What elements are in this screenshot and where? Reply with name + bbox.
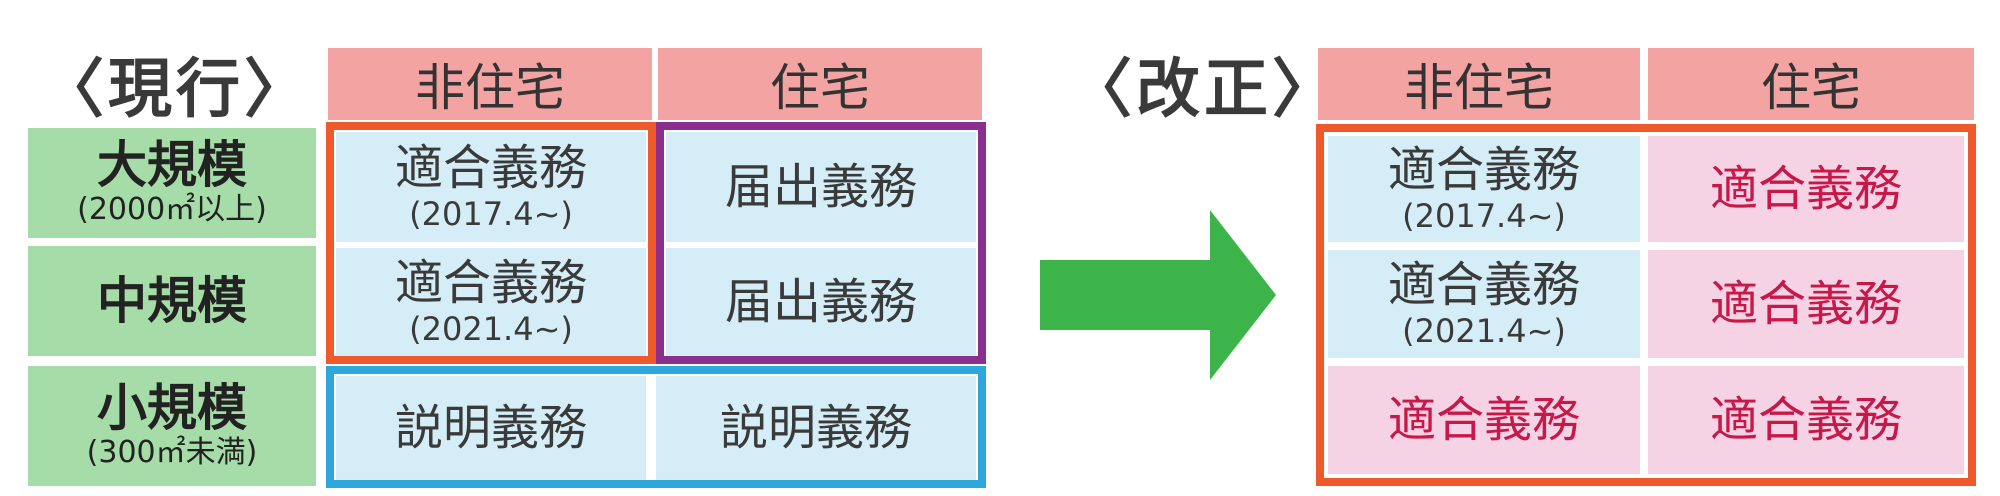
revised-cell-medium-nonresidential: 適合義務 (2021.4~) bbox=[1328, 250, 1640, 358]
revised-col-header-nonresidential: 非住宅 bbox=[1318, 48, 1640, 120]
cell-sub-text: (2017.4~) bbox=[409, 195, 573, 233]
current-cell-large-nonresidential: 適合義務 (2017.4~) bbox=[336, 132, 646, 242]
revised-cell-large-nonresidential: 適合義務 (2017.4~) bbox=[1328, 136, 1640, 242]
row-header-large-sub: (2000㎡以上) bbox=[77, 192, 267, 227]
row-header-large: 大規模 (2000㎡以上) bbox=[28, 128, 316, 238]
cell-sub-text: (2021.4~) bbox=[1402, 312, 1566, 350]
revised-cell-small-nonresidential: 適合義務 bbox=[1328, 366, 1640, 474]
cell-main-text: 適合義務 bbox=[394, 255, 587, 311]
cell-main-text: 適合義務 bbox=[1709, 276, 1902, 332]
cell-main-text: 届出義務 bbox=[724, 274, 917, 330]
current-title: 〈現行〉 bbox=[40, 53, 312, 127]
cell-sub-text: (2021.4~) bbox=[409, 310, 573, 348]
current-cell-large-residential: 届出義務 bbox=[666, 132, 976, 242]
right-arrow-icon bbox=[1040, 210, 1276, 380]
cell-main-text: 説明義務 bbox=[394, 400, 587, 456]
row-header-large-label: 大規模 bbox=[97, 136, 247, 194]
row-header-medium: 中規模 bbox=[28, 246, 316, 356]
cell-main-text: 適合義務 bbox=[1387, 142, 1580, 198]
current-col-header-residential: 住宅 bbox=[658, 48, 982, 120]
cell-main-text: 適合義務 bbox=[1709, 161, 1902, 217]
current-cell-medium-residential: 届出義務 bbox=[666, 248, 976, 356]
row-header-small-sub: (300㎡未満) bbox=[86, 435, 258, 470]
current-col-header-nonresidential: 非住宅 bbox=[328, 48, 652, 120]
cell-main-text: 適合義務 bbox=[394, 140, 587, 196]
cell-main-text: 適合義務 bbox=[1387, 392, 1580, 448]
cell-main-text: 届出義務 bbox=[724, 159, 917, 215]
current-cell-medium-nonresidential: 適合義務 (2021.4~) bbox=[336, 248, 646, 356]
revised-cell-large-residential: 適合義務 bbox=[1648, 136, 1964, 242]
current-cell-small-residential: 説明義務 bbox=[656, 376, 976, 480]
cell-main-text: 説明義務 bbox=[719, 400, 912, 456]
revised-title: 〈改正〉 bbox=[1068, 53, 1340, 127]
cell-main-text: 適合義務 bbox=[1387, 257, 1580, 313]
cell-main-text: 適合義務 bbox=[1709, 392, 1902, 448]
row-header-small: 小規模 (300㎡未満) bbox=[28, 366, 316, 486]
revised-cell-small-residential: 適合義務 bbox=[1648, 366, 1964, 474]
row-header-medium-label: 中規模 bbox=[97, 272, 247, 330]
revised-col-header-residential: 住宅 bbox=[1648, 48, 1974, 120]
cell-sub-text: (2017.4~) bbox=[1402, 197, 1566, 235]
current-cell-small-nonresidential: 説明義務 bbox=[336, 376, 646, 480]
revised-cell-medium-residential: 適合義務 bbox=[1648, 250, 1964, 358]
row-header-small-label: 小規模 bbox=[97, 379, 247, 437]
